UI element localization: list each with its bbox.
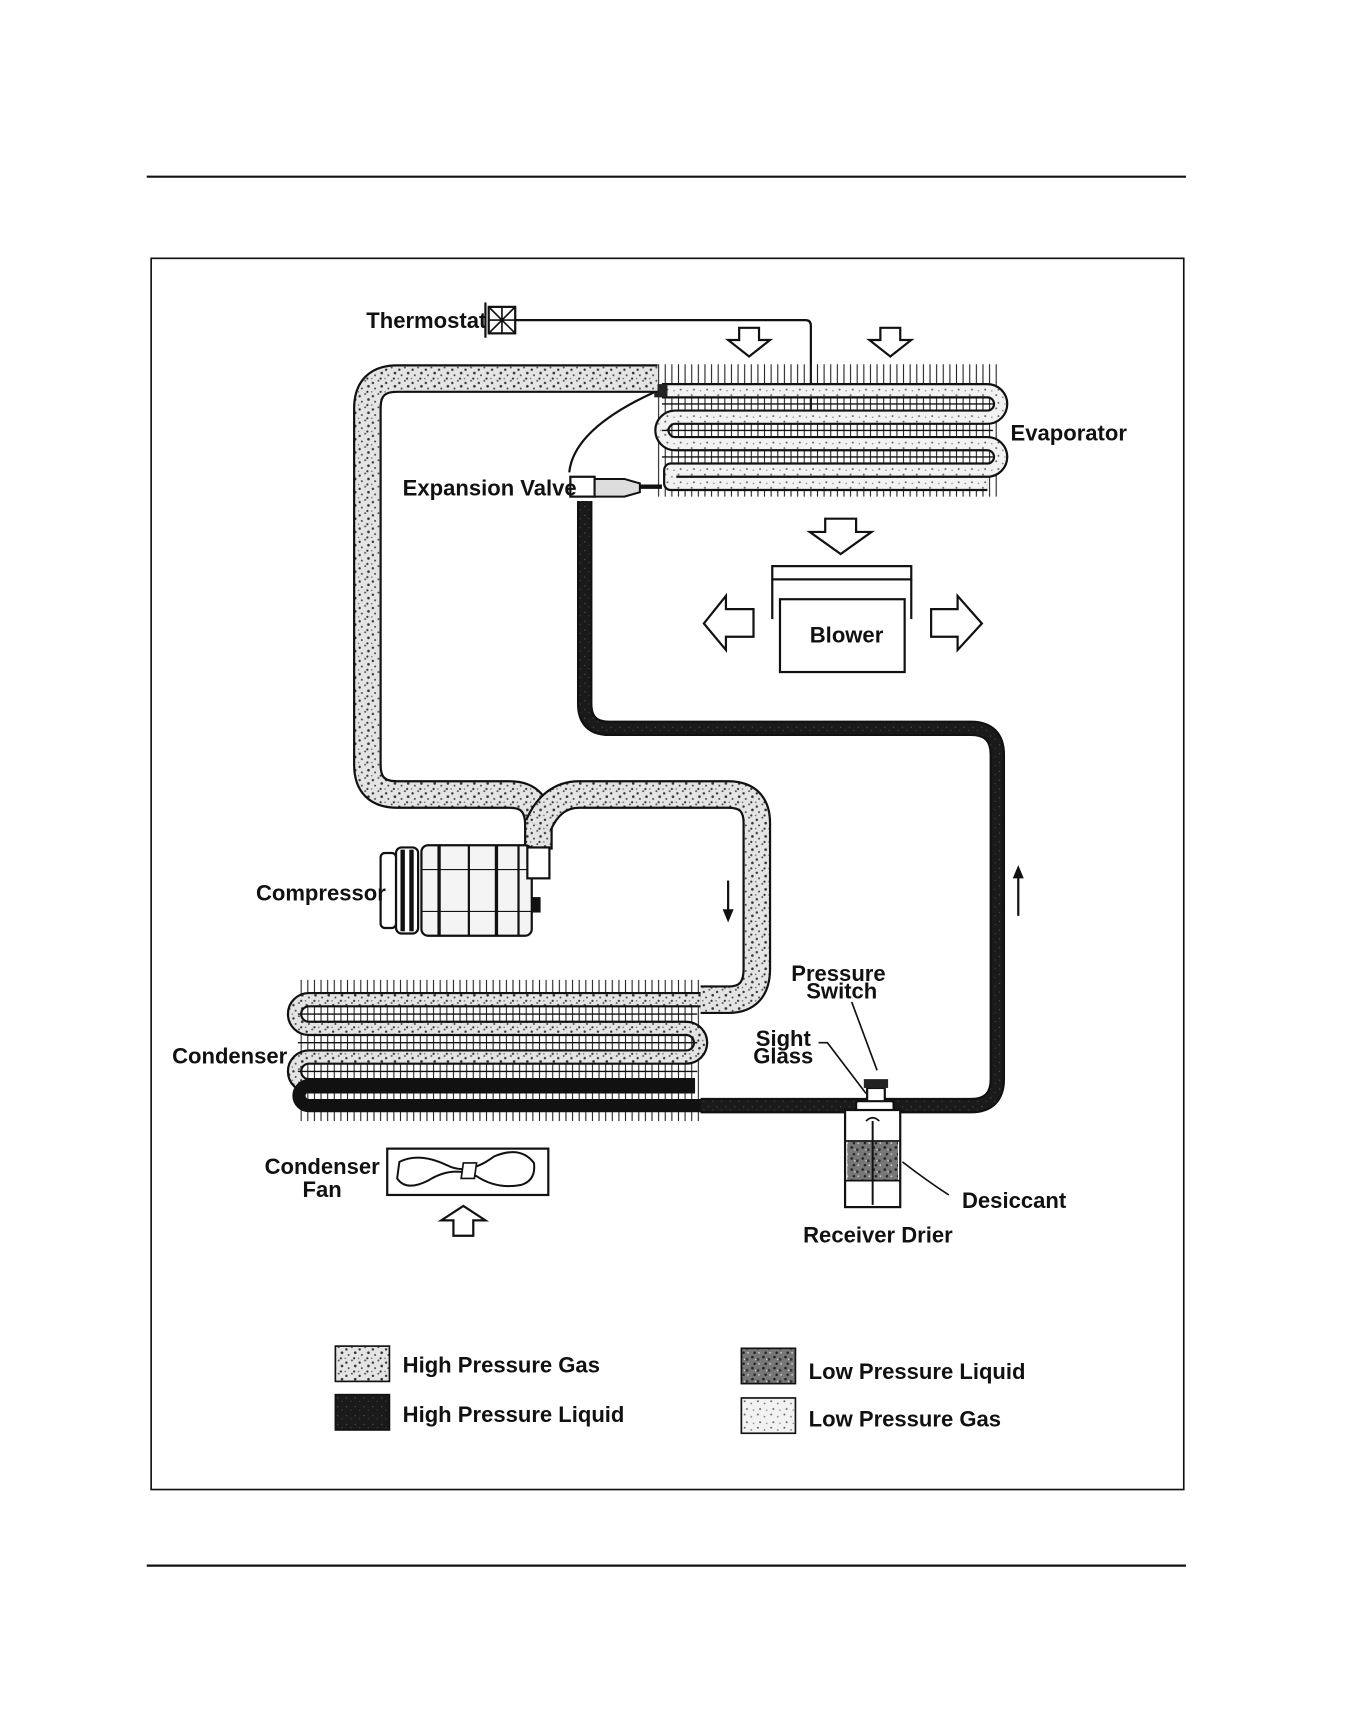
legend-label: Low Pressure Gas (809, 1407, 1001, 1432)
expansion-valve-label: Expansion Valve (403, 476, 577, 501)
legend-swatch (741, 1398, 795, 1433)
sight-glass-leader (819, 1043, 866, 1094)
suction-line (367, 379, 657, 850)
legend-item-low-pressure-gas: Low Pressure Gas (741, 1398, 1001, 1433)
blower-left-arrow (704, 596, 754, 650)
sight-glass-label: Glass (753, 1044, 813, 1069)
legend-item-low-pressure-liquid: Low Pressure Liquid (741, 1348, 1025, 1384)
thermostat-label: Thermostat (366, 308, 487, 333)
desiccant-label: Desiccant (962, 1188, 1067, 1213)
desiccant-leader (902, 1162, 948, 1195)
expansion-valve (569, 384, 667, 497)
legend: High Pressure Gas High Pressure Liquid L… (335, 1346, 1025, 1433)
compressor (381, 845, 550, 935)
airflow-down-arrow (869, 328, 911, 357)
blower-label: Blower (810, 622, 884, 647)
legend-swatch (741, 1348, 795, 1383)
legend-item-high-pressure-liquid: High Pressure Liquid (335, 1395, 624, 1430)
compressor-label: Compressor (256, 880, 386, 905)
condenser-fan-label: Fan (303, 1177, 342, 1202)
discharge-line (538, 794, 756, 999)
blower-right-arrow (931, 596, 982, 650)
legend-item-high-pressure-gas: High Pressure Gas (335, 1346, 600, 1381)
pressure-switch-label: Switch (806, 979, 877, 1004)
condenser (295, 980, 701, 1121)
fan-airflow-arrow (441, 1206, 485, 1236)
condenser-label: Condenser (172, 1044, 288, 1069)
pressure-switch-leader (852, 1002, 877, 1070)
condenser-fan (387, 1149, 548, 1236)
airflow-down-arrow (728, 328, 770, 357)
flow-arrow-down (723, 881, 734, 923)
legend-swatch (335, 1346, 389, 1381)
evaporator (658, 364, 1002, 496)
flow-arrow-up (1013, 865, 1024, 916)
legend-label: High Pressure Liquid (403, 1402, 625, 1427)
blower (704, 519, 982, 672)
legend-label: High Pressure Gas (403, 1353, 600, 1378)
blower-intake-arrow (810, 519, 872, 554)
condenser-fan-label: Condenser (265, 1154, 381, 1179)
receiver-drier-label: Receiver Drier (803, 1222, 953, 1247)
blower-top-bar (772, 566, 911, 579)
legend-label: Low Pressure Liquid (809, 1359, 1026, 1384)
evaporator-label: Evaporator (1011, 420, 1128, 445)
legend-swatch (335, 1395, 389, 1430)
